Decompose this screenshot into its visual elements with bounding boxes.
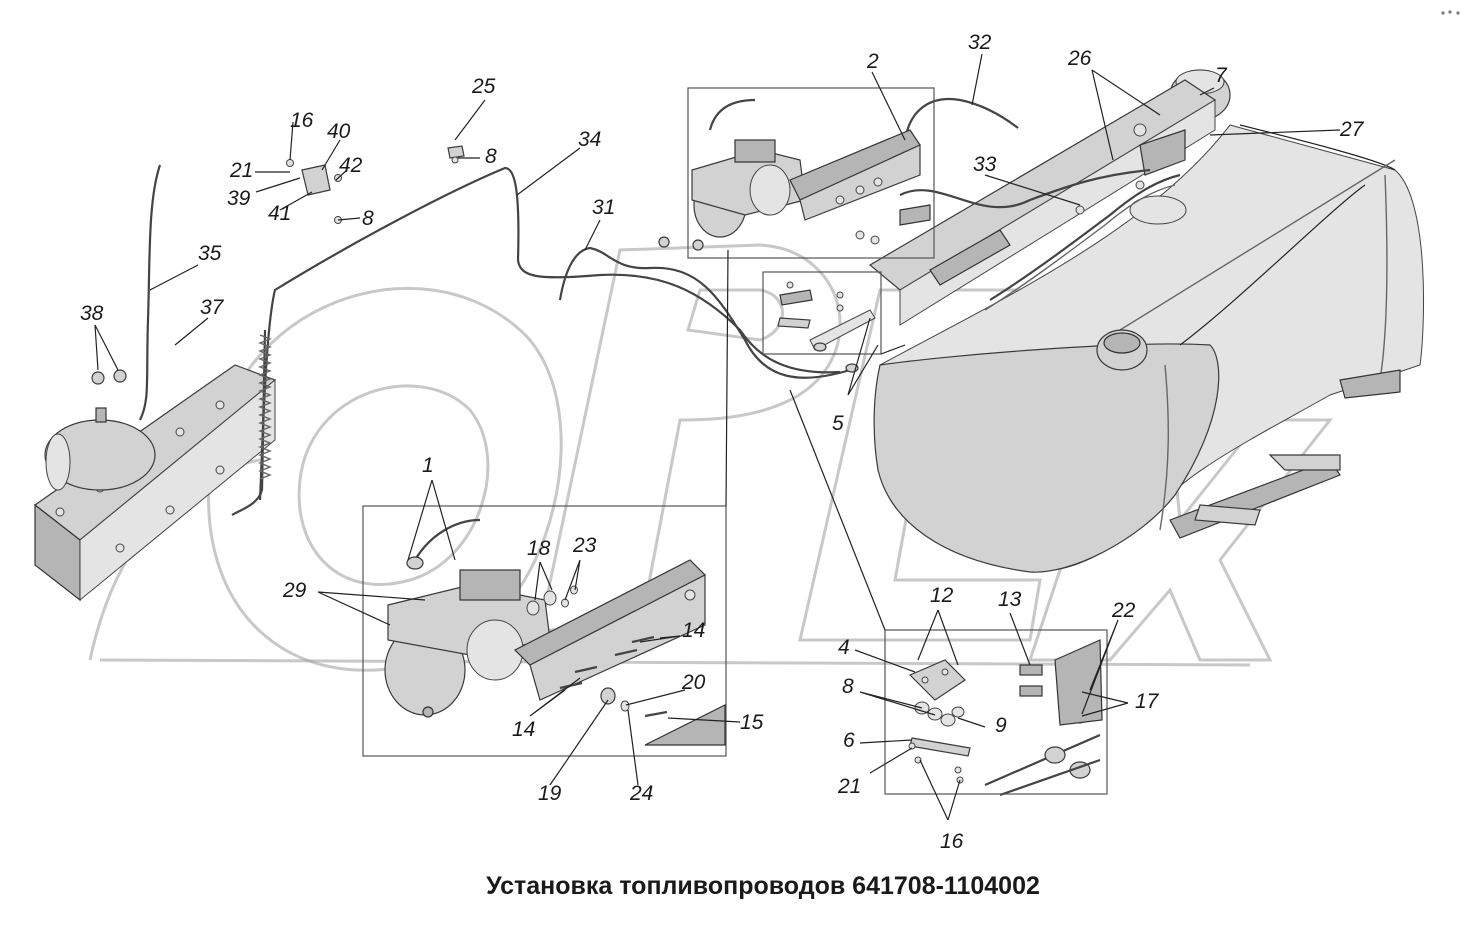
callout-2: 2: [866, 50, 879, 73]
callout-19: 19: [538, 782, 562, 805]
callout-20: 20: [681, 671, 706, 694]
callout-labels: 1 2 4 5 6 7 8 8 8 9 12 13 14 14 15 16 16…: [80, 31, 1365, 853]
fitting-block-4: [908, 659, 966, 701]
callout-39: 39: [227, 187, 251, 210]
callout-5: 5: [832, 412, 844, 435]
fuel-pipe-26: [989, 173, 1181, 301]
callout-26: 26: [1067, 47, 1092, 70]
callout-18: 18: [527, 537, 551, 560]
callout-21b: 21: [837, 775, 861, 798]
leader-lines: [94, 53, 1341, 821]
washers-lower: [526, 585, 696, 712]
callout-17: 17: [1135, 690, 1160, 713]
rod-assembly: [984, 733, 1101, 797]
air-receiver: [44, 407, 156, 491]
inset-box-2: [658, 87, 935, 259]
callout-38: 38: [80, 302, 104, 325]
callout-14a: 14: [682, 619, 705, 642]
callout-15: 15: [740, 711, 764, 734]
callout-22: 22: [1111, 599, 1136, 622]
fuel-pipe-31: [558, 246, 851, 379]
callout-42: 42: [339, 154, 363, 177]
callout-16b: 16: [940, 830, 964, 853]
inset-link-12: [789, 389, 886, 631]
bolts-13: [1019, 664, 1043, 697]
callout-31: 31: [592, 196, 615, 219]
bolts-lower: [559, 635, 668, 718]
callout-24: 24: [629, 782, 653, 805]
plate-6: [909, 737, 971, 757]
fuel-filter-lower: [384, 569, 551, 718]
callout-34: 34: [578, 128, 601, 151]
diagram-title: Установка топливопроводов 641708-1104002: [486, 872, 1040, 900]
rings-8-9: [914, 701, 965, 727]
clamp-bracket-40: [286, 159, 342, 224]
fuel-filter-upper: [691, 139, 806, 238]
callout-16a: 16: [290, 109, 314, 132]
callout-35: 35: [198, 242, 222, 265]
corner-mark: [1441, 10, 1460, 15]
callout-13: 13: [998, 588, 1022, 611]
inset-box-5: [762, 271, 882, 373]
fuel-pipe-26b: [984, 184, 1176, 311]
callout-41: 41: [268, 202, 291, 225]
fuel-pipe-34: [258, 166, 841, 501]
inset-box-1: [362, 505, 727, 757]
clip-25: [447, 145, 465, 164]
bolts-upper: [658, 177, 931, 251]
inset-link-5: [880, 344, 906, 355]
callout-29: 29: [282, 579, 307, 602]
callout-6: 6: [843, 729, 855, 752]
callout-37: 37: [200, 296, 225, 319]
callout-12: 12: [930, 584, 954, 607]
callout-8a: 8: [485, 145, 497, 168]
inset-box-12: [884, 629, 1108, 797]
callout-27: 27: [1339, 118, 1365, 141]
callout-14b: 14: [512, 718, 535, 741]
hose-upper: [708, 98, 756, 131]
fuel-pipe-33: [899, 168, 1151, 209]
fitting-pair-38: [91, 369, 127, 385]
callout-8b: 8: [362, 207, 374, 230]
inset-link-1: [725, 249, 729, 507]
corrugated-hose-37: [231, 329, 272, 516]
frame-rail-right: [868, 79, 1217, 326]
callout-25: 25: [471, 75, 496, 98]
callout-32: 32: [968, 31, 992, 54]
callout-7: 7: [1215, 64, 1228, 87]
callout-1: 1: [422, 454, 434, 477]
callout-4: 4: [838, 636, 850, 659]
callout-8c: 8: [842, 675, 854, 698]
tank-support-straps: [1169, 369, 1401, 539]
bracket-22: [1054, 639, 1103, 726]
callout-21a: 21: [229, 159, 253, 182]
tank-filler-cap: [1096, 329, 1148, 371]
hose-lower: [406, 518, 481, 570]
callout-9: 9: [995, 714, 1007, 737]
fuel-pipe-32: [903, 97, 1019, 141]
callout-23: 23: [572, 534, 597, 557]
callout-40: 40: [327, 120, 351, 143]
callout-33: 33: [973, 153, 997, 176]
fuel-tank: [873, 124, 1425, 573]
fuel-pipe-35: [139, 164, 162, 421]
